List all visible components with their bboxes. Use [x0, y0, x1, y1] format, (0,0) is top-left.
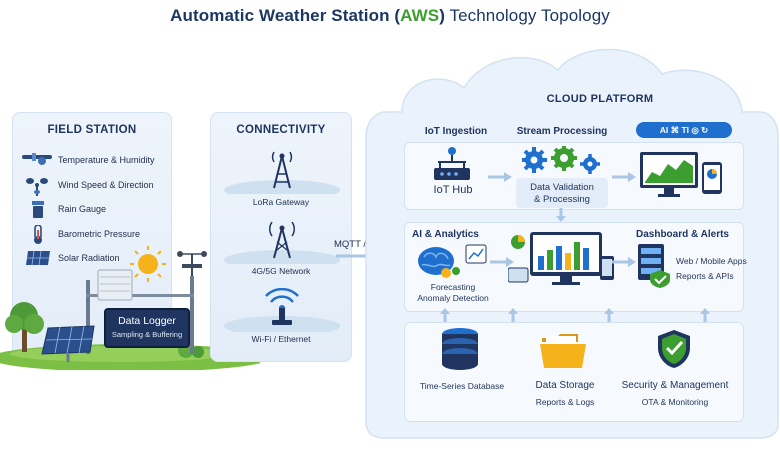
thermometer-icon: [22, 153, 52, 165]
arrow-right-icon: [490, 257, 514, 267]
wifi-router-icon: [224, 288, 340, 332]
gears-icon: [522, 146, 600, 174]
dashboard-line1: Web / Mobile Apps: [676, 256, 747, 266]
arrow-up-icon: [604, 308, 614, 322]
field-station-title: FIELD STATION: [47, 124, 137, 136]
tab-ai-pill: AI ⌘ TI ◎ ↻: [636, 122, 732, 138]
brain-icon: [418, 244, 487, 278]
tab-iot-ingestion: IoT Ingestion: [424, 126, 488, 137]
database-label: Time-Series Database: [419, 381, 505, 391]
field-item-label: Wind Speed & Direction: [58, 180, 154, 190]
arrow-right-icon: [612, 172, 636, 182]
dashboard-line2: Reports & APIs: [676, 271, 734, 281]
field-item-label: Rain Gauge: [58, 204, 107, 214]
iot-hub-label: IoT Hub: [433, 184, 473, 196]
server-shield-icon: [638, 244, 670, 288]
tree-icon: [5, 302, 44, 352]
analytics-monitor-icon: [508, 232, 614, 285]
cell-tower-icon: [224, 221, 340, 264]
security-title: Security & Management: [621, 380, 729, 391]
connectivity-item-label: Wi-Fi / Ethernet: [251, 334, 311, 344]
ai-analytics-subtitle: Forecasting Anomaly Detection: [417, 282, 489, 303]
shield-check-icon: [658, 330, 690, 368]
field-item-wind: Wind Speed & Direction: [22, 176, 172, 196]
field-item-label: Solar Radiation: [58, 253, 120, 263]
database-icon: [442, 328, 478, 370]
tab-ai-pill-label: AI ⌘ TI ◎ ↻: [659, 125, 709, 135]
arrow-up-icon: [440, 308, 450, 322]
arrow-up-icon: [508, 308, 518, 322]
storage-title: Data Storage: [535, 380, 595, 391]
field-station-scene: [0, 246, 260, 370]
title-close-paren: ): [439, 6, 445, 25]
arrow-right-icon: [488, 172, 512, 182]
rain-gauge-icon: [32, 201, 44, 218]
validation-label: Data Validation & Processing: [530, 182, 594, 205]
field-item-label: Barometric Pressure: [58, 229, 141, 239]
cloud-platform-title: CLOUD PLATFORM: [546, 93, 654, 105]
dashboard-alerts-title: Dashboard & Alerts: [636, 229, 729, 240]
connectivity-item-label: 4G/5G Network: [251, 266, 311, 276]
field-item-rain: Rain Gauge: [22, 201, 172, 219]
arrow-right-icon: [612, 257, 636, 267]
barometer-icon: [34, 225, 42, 244]
title-aws: AWS: [400, 6, 440, 25]
sun-icon: [130, 246, 166, 282]
solar-panel-icon: [26, 250, 50, 266]
antenna-tower-icon: [224, 151, 340, 194]
folder-icon: [540, 334, 586, 368]
iot-hub-icon: [434, 147, 470, 180]
data-logger-title: Data Logger: [118, 315, 176, 327]
security-subtitle: OTA & Monitoring: [641, 397, 709, 407]
monitor-chart-icon: [640, 152, 722, 197]
storage-subtitle: Reports & Logs: [535, 397, 595, 407]
field-item-barometer: Barometric Pressure: [22, 225, 172, 245]
title-rest: Technology Topology: [444, 6, 610, 25]
title-lead: Automatic Weather Station (: [170, 6, 401, 25]
validation-box: [516, 178, 608, 208]
data-logger: Data Logger Sampling & Buffering: [104, 308, 190, 348]
field-item-label: Temperature & Humidity: [58, 155, 155, 165]
ai-analytics-title: AI & Analytics: [412, 229, 479, 240]
field-item-temperature: Temperature & Humidity: [22, 152, 172, 168]
arrow-up-icon: [700, 308, 710, 322]
data-logger-subtitle: Sampling & Buffering: [111, 330, 183, 339]
anemometer-icon: [26, 178, 48, 196]
field-item-solar: Solar Radiation: [22, 249, 172, 269]
connectivity-title: CONNECTIVITY: [236, 124, 326, 136]
page-title: Automatic Weather Station (AWS) Technolo…: [0, 6, 780, 26]
connectivity-item-label: LoRa Gateway: [252, 197, 310, 207]
arrow-down-icon: [556, 208, 566, 222]
tab-stream-processing: Stream Processing: [516, 126, 608, 137]
